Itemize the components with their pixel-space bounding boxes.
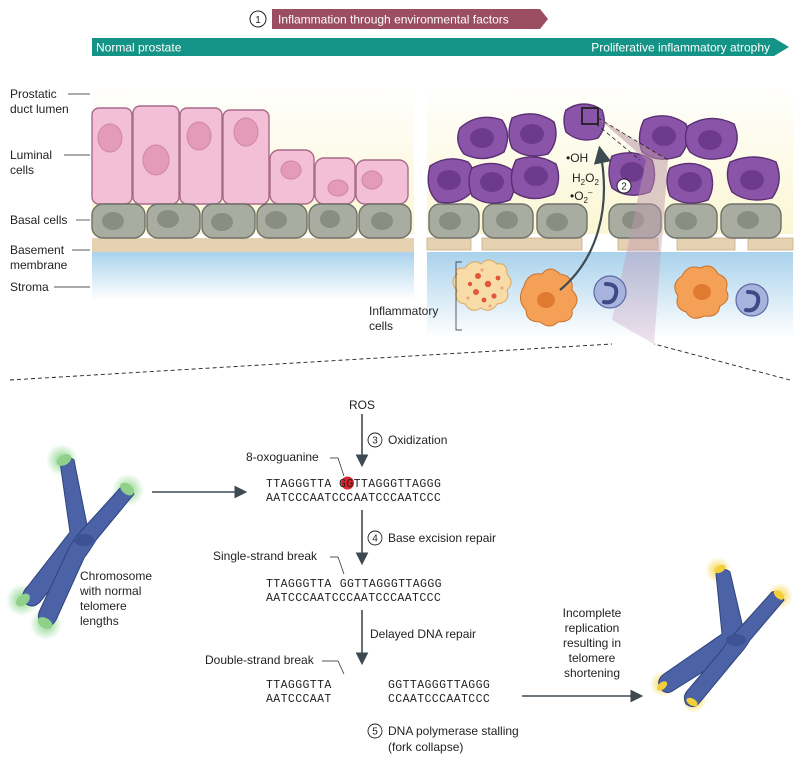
dsb-label: Double-strand break [205,653,315,667]
label-lumen-1: Prostatic [10,87,57,101]
pia-panel: •OH H2O2 •O2– 2 Inflammatory cells [369,82,794,344]
step1-number: 1 [255,15,261,26]
right-chromosome-caption: Incomplete replication resulting in telo… [563,606,622,680]
arrow-left-label: Normal prostate [96,41,182,55]
step5-label-1: DNA polymerase stalling [388,724,519,738]
seq2-bottom: AATCCCAATCCCAATCCCAATCCC [266,592,441,605]
left-caption-3: telomere [80,599,127,613]
progression-arrow: Normal prostate Proliferative inflammato… [92,38,789,56]
left-caption-4: lengths [80,614,119,628]
step3-number: 3 [372,436,378,447]
zoom-beam [598,118,668,344]
label-basal: Basal cells [10,213,67,227]
seq1-top: TTAGGGTTAGGGTTAGGGTTAGGG [266,478,441,491]
banner-title: Inflammation through environmental facto… [278,13,509,27]
normal-prostate-panel [91,82,414,300]
zoom-outline [9,343,791,381]
right-caption-3: resulting in [563,636,621,650]
inflammatory-label-2: cells [369,319,393,333]
seq3-top-right: GGTTAGGGTTAGGG [388,679,490,692]
ssb-label: Single-strand break [213,549,318,563]
left-chromosome-caption: Chromosome with normal telomere lengths [79,569,152,628]
arrow-right-label: Proliferative inflammatory atrophy [591,41,770,55]
right-caption-4: telomere [569,651,616,665]
ros-oh: •OH [566,151,588,165]
left-caption-1: Chromosome [80,569,152,583]
inflammatory-label-1: Inflammatory [369,304,438,318]
right-caption-5: shortening [564,666,620,680]
basement-membrane-fragments [426,237,794,251]
seq3-bottom-left: AATCCCAAT [266,693,332,706]
inflammatory-cells [452,259,769,327]
process-panel: ROS 3 Oxidization 8-oxoguanine TTAGGGTTA… [205,398,519,754]
right-caption-2: replication [565,621,620,635]
step5-label-2: (fork collapse) [388,740,463,754]
basal-cells [91,203,412,239]
step5-number: 5 [372,727,378,738]
step4-label: Base excision repair [388,531,496,545]
ros-label: ROS [349,398,375,412]
seq3-bottom-right: CCAATCCCAATCCC [388,693,490,706]
oxoguanine-mark [341,476,354,490]
ros-h2o2: H2O2 [572,171,599,187]
chromosome-shortened [650,557,793,713]
label-membrane-2: membrane [10,258,68,272]
label-lumen-2: duct lumen [10,102,69,116]
right-caption-1: Incomplete [563,606,622,620]
oxoguanine-label: 8-oxoguanine [246,450,319,464]
left-caption-2: with normal [79,584,141,598]
label-luminal-2: cells [10,163,34,177]
delayed-repair-label: Delayed DNA repair [370,627,476,641]
step1-banner: 1 Inflammation through environmental fac… [249,9,548,29]
step4-number: 4 [372,534,378,545]
step2-number: 2 [621,182,627,193]
tissue-labels: Prostatic duct lumen Luminal cells Basal… [10,87,90,294]
ros-o2: •O2– [570,188,593,205]
seq3-top-left: TTAGGGTTA [266,679,332,692]
label-luminal-1: Luminal [10,148,52,162]
seq1-bottom: AATCCCAATCCCAATCCCAATCCC [266,492,441,505]
luminal-cells [91,105,409,205]
chromosome-normal [6,444,144,640]
ros-arrow [559,145,612,291]
zoom-box [581,107,599,125]
step3-label: Oxidization [388,433,447,447]
label-membrane-1: Basement [10,243,65,257]
label-stroma: Stroma [10,280,49,294]
